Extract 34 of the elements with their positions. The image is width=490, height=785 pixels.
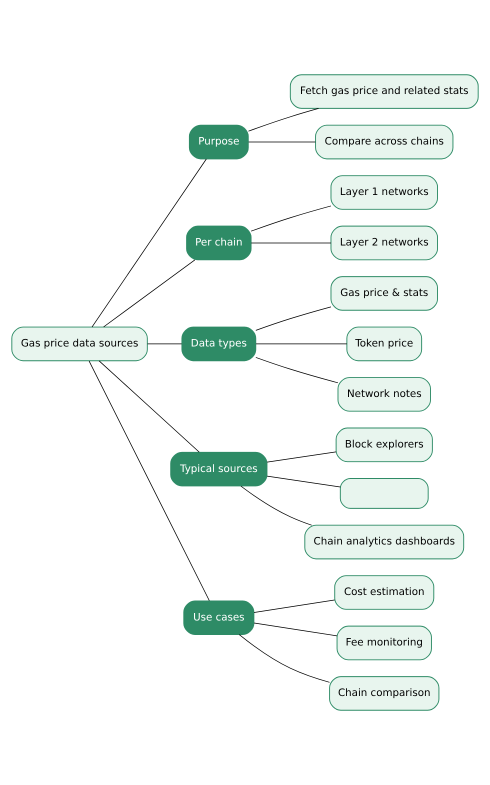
node-box: Layer 2 networks (330, 226, 438, 260)
node-box: Chain analytics dashboards (304, 524, 464, 560)
connector (250, 206, 332, 232)
connector (254, 622, 338, 636)
node-box: Per chain (186, 226, 252, 260)
node-box: Fetch gas price and related stats (290, 74, 479, 109)
node-box: Compare across chains (315, 124, 454, 160)
connector (266, 476, 341, 488)
node-box: Fee monitoring (336, 626, 432, 660)
node-box: Token price (346, 326, 422, 362)
connector (88, 360, 210, 601)
connector (255, 357, 338, 384)
node-box: Typical sources (170, 452, 268, 486)
connector (92, 158, 207, 328)
node-box: Use cases (183, 600, 254, 636)
connector (250, 242, 332, 244)
node-box: Block explorers (336, 428, 433, 462)
connector (238, 634, 330, 683)
connector (248, 108, 319, 132)
node-box: Purpose (188, 124, 249, 160)
node-box: Gas price & stats (330, 276, 438, 311)
node-box: Gas price data sources (11, 326, 148, 362)
connector (266, 451, 336, 462)
node-box: Layer 1 networks (330, 175, 438, 210)
connector (98, 360, 200, 452)
node-box: Data types (181, 326, 256, 362)
node-box (340, 478, 429, 509)
node-box: Cost estimation (334, 575, 434, 610)
connector (103, 260, 196, 328)
node-box: Network notes (338, 377, 431, 412)
node-box: Chain comparison (329, 676, 440, 711)
connector (240, 486, 312, 526)
connector (255, 306, 332, 331)
connector (254, 600, 335, 613)
